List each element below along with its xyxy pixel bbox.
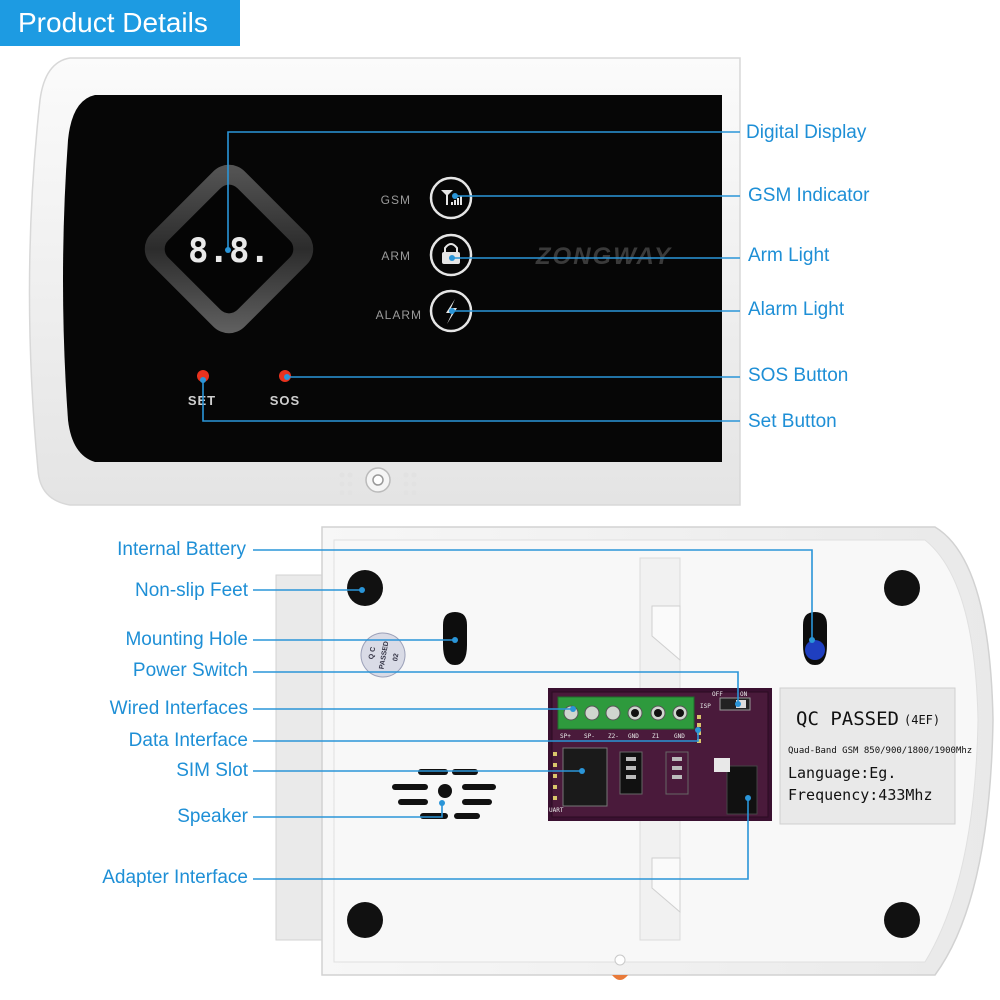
qc-sticker: QC PASSED (4EF) Quad-Band GSM 850/900/18… [779, 687, 972, 825]
svg-text:Q C: Q C [368, 646, 377, 659]
glass-panel [63, 95, 722, 462]
sos-label: SOS [270, 393, 300, 408]
svg-text:ISP: ISP [700, 703, 711, 710]
svg-text:Z2-: Z2- [608, 733, 619, 740]
qc-band: Quad-Band GSM 850/900/1800/1900Mhz [788, 746, 972, 756]
signal-icon [429, 176, 473, 220]
svg-text:ON: ON [740, 691, 748, 698]
adapter-jack[interactable] [726, 765, 758, 815]
svg-text:GND: GND [628, 733, 639, 740]
callout-non-slip-feet: Non-slip Feet [135, 580, 248, 601]
non-slip-foot [884, 570, 920, 606]
callout-adapter-interface: Adapter Interface [102, 867, 248, 888]
svg-text:OFF: OFF [712, 691, 723, 698]
callout-mounting-hole: Mounting Hole [125, 629, 248, 650]
svg-text:SP-: SP- [584, 733, 595, 740]
back-device: Q C PASSED 02 [275, 526, 994, 980]
callout-wired-interfaces: Wired Interfaces [109, 698, 248, 719]
arm-label: ARM [381, 249, 411, 263]
brand-logo: ZONGWAY [535, 243, 672, 270]
vent-dots [339, 472, 417, 496]
page-title: Product Details [0, 0, 240, 46]
callout-data-interface: Data Interface [128, 730, 248, 751]
callout-set-button: Set Button [748, 411, 837, 432]
front-leader-lines [200, 131, 740, 422]
svg-text:SP+: SP+ [560, 733, 571, 740]
callout-speaker: Speaker [177, 806, 248, 827]
back-leader-lines [253, 549, 815, 880]
callout-power-switch: Power Switch [132, 660, 248, 681]
svg-text:02: 02 [392, 653, 400, 662]
wired-terminal-block [557, 696, 695, 730]
qc-title: QC PASSED [796, 708, 899, 730]
qc-frequency: Frequency:433Mhz [788, 786, 933, 804]
callout-gsm-indicator: GSM Indicator [748, 185, 870, 206]
callout-alarm-light: Alarm Light [748, 299, 845, 320]
svg-text:GND: GND [674, 733, 685, 740]
front-device: 8.8. GSM ARM ALARM ZONGWAY SET [28, 57, 741, 506]
svg-text:PASSED: PASSED [379, 641, 391, 670]
alarm-label: ALARM [376, 308, 422, 322]
callout-arm-light: Arm Light [748, 245, 830, 266]
non-slip-foot [884, 902, 920, 938]
screw-icon [365, 467, 391, 493]
non-slip-foot [347, 570, 383, 606]
callout-sos-button: SOS Button [748, 365, 849, 386]
svg-text:Z1: Z1 [652, 733, 660, 740]
gsm-label: GSM [381, 193, 411, 207]
set-label: SET [188, 393, 216, 408]
sim-slot[interactable] [562, 747, 608, 807]
data-interface-pins [553, 715, 701, 800]
qc-language: Language:Eg. [788, 764, 896, 782]
pcb-board: SP+ SP- Z2- GND Z1 GND UART OFF ON ISP [548, 688, 772, 821]
non-slip-foot [347, 902, 383, 938]
svg-text:UART: UART [549, 807, 564, 814]
callout-sim-slot: SIM Slot [176, 760, 248, 781]
callout-digital-display: Digital Display [746, 122, 867, 143]
callout-internal-battery: Internal Battery [117, 539, 246, 560]
qc-round-sticker: Q C PASSED 02 [360, 632, 406, 678]
qc-code: (4EF) [904, 713, 940, 727]
set-button[interactable] [197, 370, 209, 382]
